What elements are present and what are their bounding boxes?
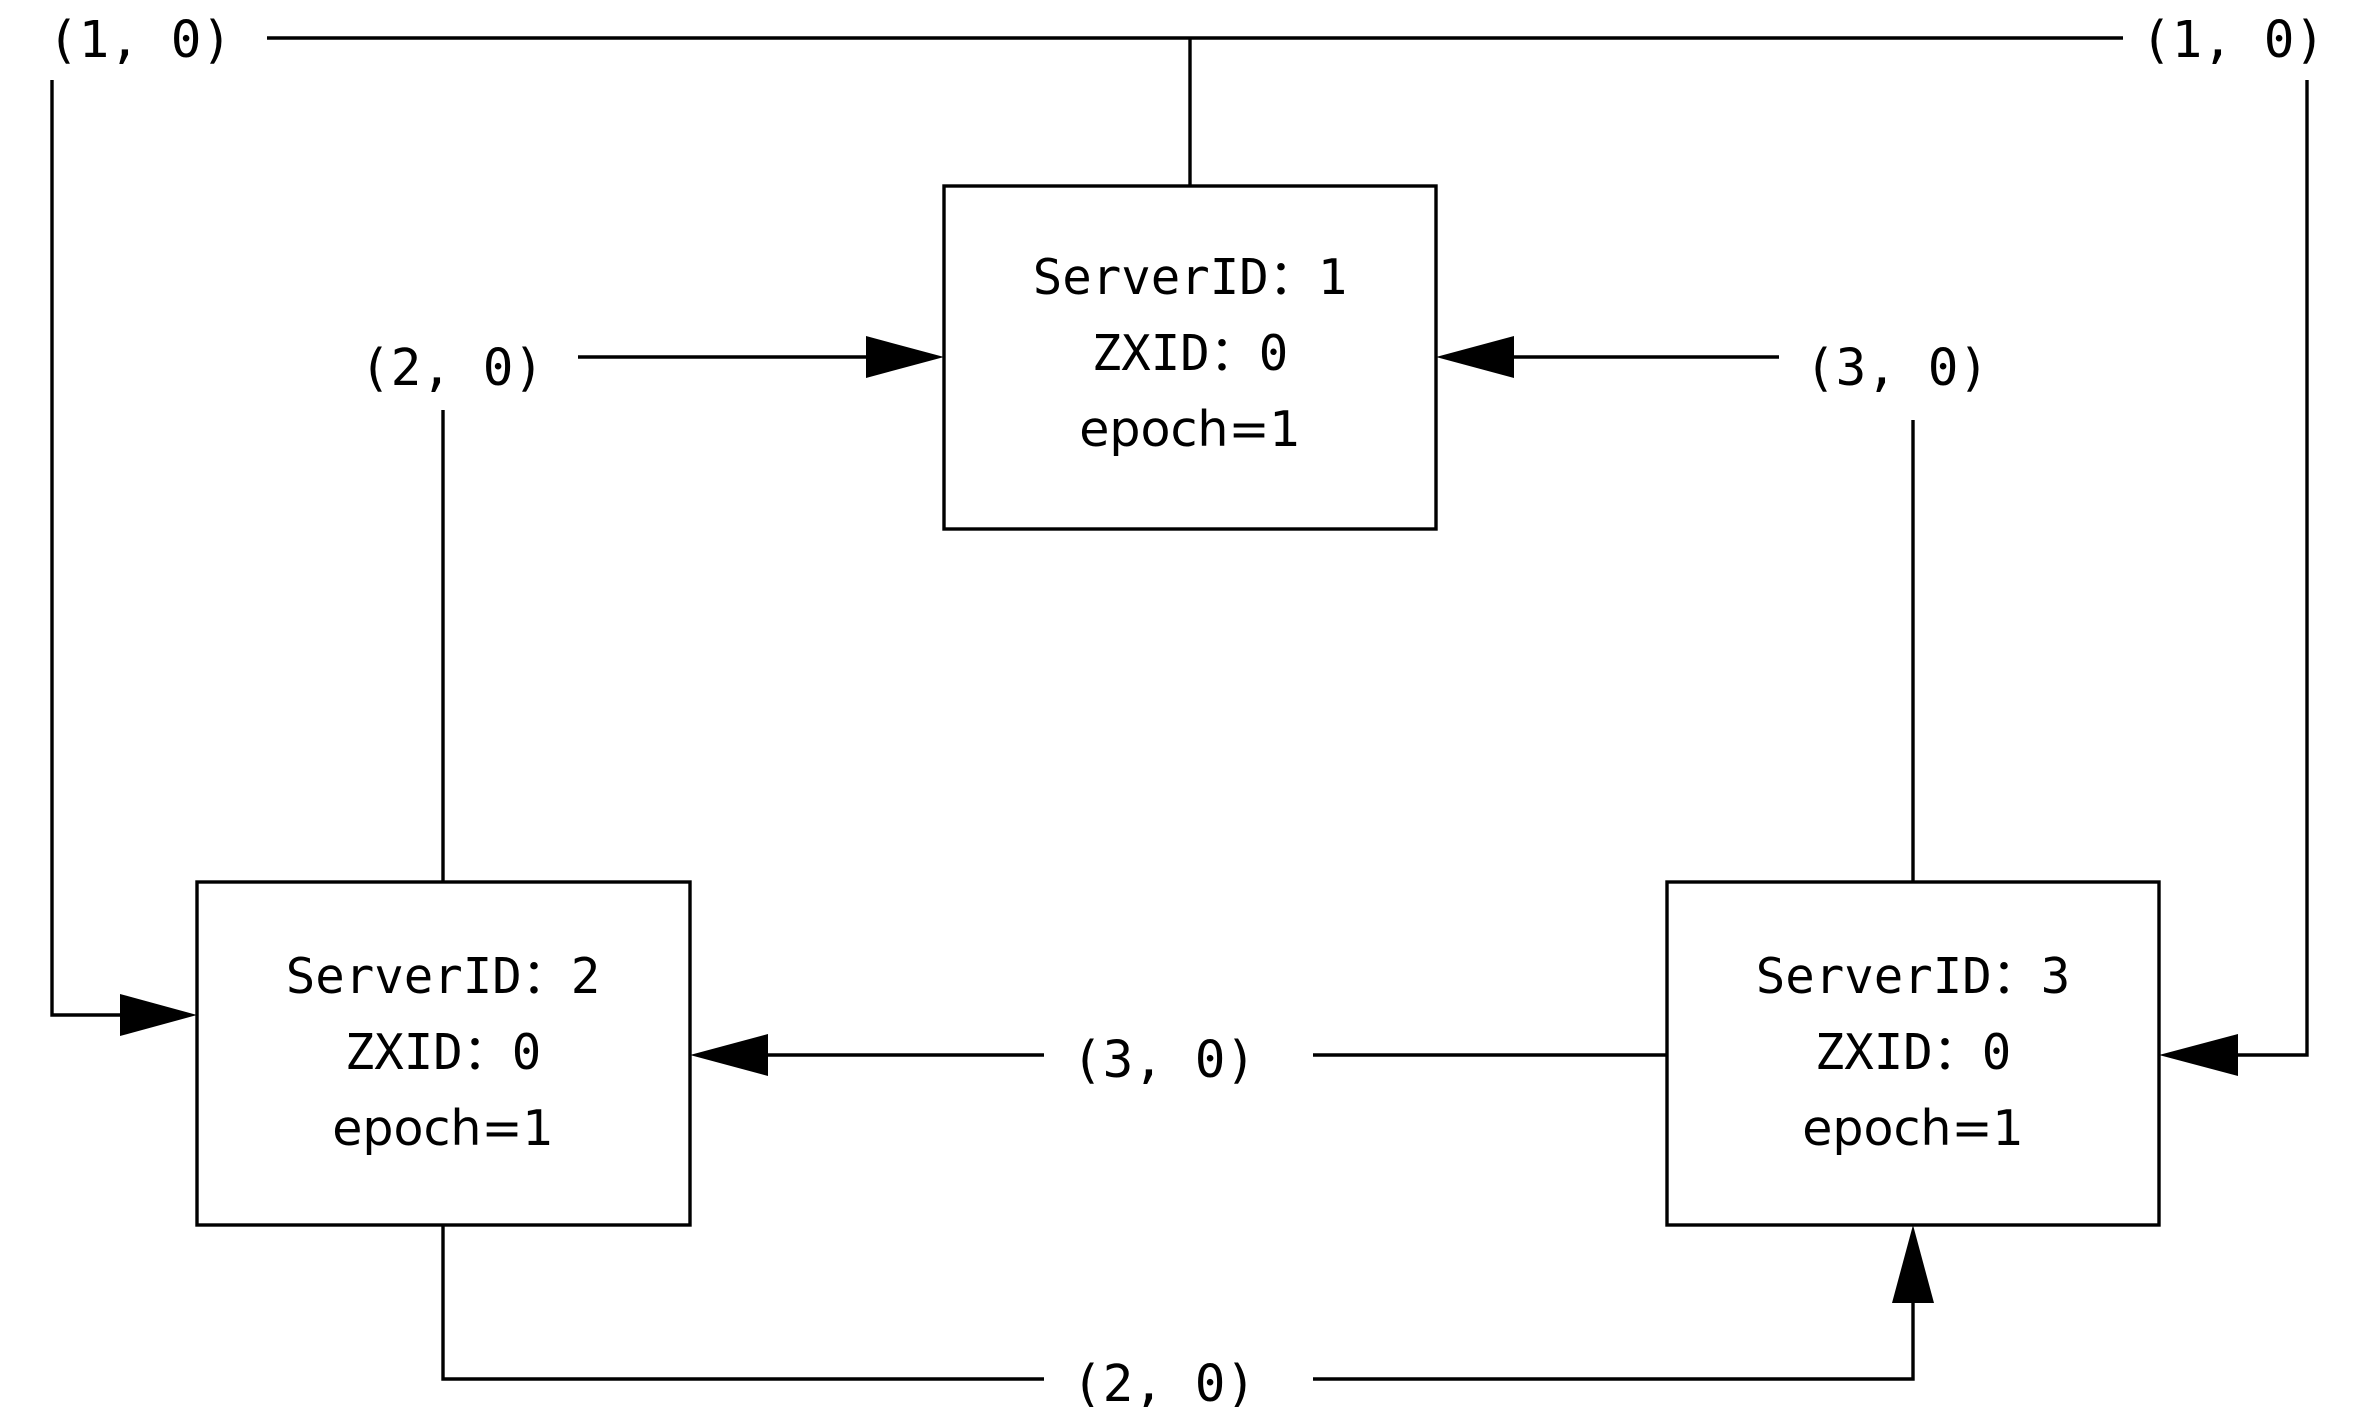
- vote-label-s2-to-s3: (2, 0): [1072, 1355, 1256, 1407]
- vote-edge-s1-to-s3-line: [2236, 80, 2309, 1057]
- vote-edge-s2-to-s3-right: [1313, 1303, 1915, 1381]
- arrowhead: [866, 336, 944, 378]
- arrowhead: [1892, 1225, 1934, 1303]
- server-node-1-box: [942, 184, 1438, 531]
- arrowhead: [1436, 336, 1514, 378]
- server-node-2-zxid: ZXID：0: [345, 1024, 542, 1081]
- server-node-3: ServerID：3 ZXID：0 epoch=1: [1665, 880, 2161, 1227]
- server-node-1: ServerID：1 ZXID：0 epoch=1: [942, 184, 1438, 531]
- vote-edge-s2-to-s3: [441, 1225, 1934, 1381]
- arrowhead: [120, 994, 197, 1036]
- vote-edge-s3-to-s2: [690, 1034, 1667, 1076]
- vote-label-s1-to-s3: (1, 0): [2141, 11, 2325, 70]
- vote-edge-s1-to-s2: [50, 80, 197, 1036]
- server-node-2-id: ServerID：2: [286, 948, 601, 1005]
- server-node-3-epoch: epoch=1: [1802, 1100, 2023, 1157]
- vote-label-s1-to-s2: (1, 0): [48, 11, 232, 70]
- vote-label-s2-to-s1: (2, 0): [360, 339, 544, 398]
- vote-label-s3-to-s1: (3, 0): [1805, 339, 1989, 398]
- server-node-1-zxid: ZXID：0: [1092, 325, 1289, 382]
- vote-edge-s1-to-s2-line: [50, 80, 122, 1017]
- vote-label-s3-to-s2: (3, 0): [1072, 1031, 1256, 1090]
- server-node-1-epoch: epoch=1: [1079, 401, 1300, 458]
- server-node-2-epoch: epoch=1: [332, 1100, 553, 1157]
- vote-edge-s1-to-s3: [2159, 80, 2309, 1076]
- vote-edge-s1-broadcast: [267, 36, 2123, 186]
- server-node-1-id: ServerID：1: [1033, 249, 1348, 306]
- server-node-2: ServerID：2 ZXID：0 epoch=1: [195, 880, 692, 1227]
- server-node-3-id: ServerID：3: [1756, 948, 2071, 1005]
- server-node-3-zxid: ZXID：0: [1815, 1024, 2012, 1081]
- vote-edge-s2-to-s3-left: [441, 1225, 1044, 1381]
- vote-edge-s2-to-s1: [441, 336, 944, 882]
- arrowhead: [690, 1034, 768, 1076]
- server-node-2-box: [195, 880, 692, 1227]
- vote-edge-s3-to-s1: [1436, 336, 1915, 882]
- arrowhead: [2159, 1034, 2238, 1076]
